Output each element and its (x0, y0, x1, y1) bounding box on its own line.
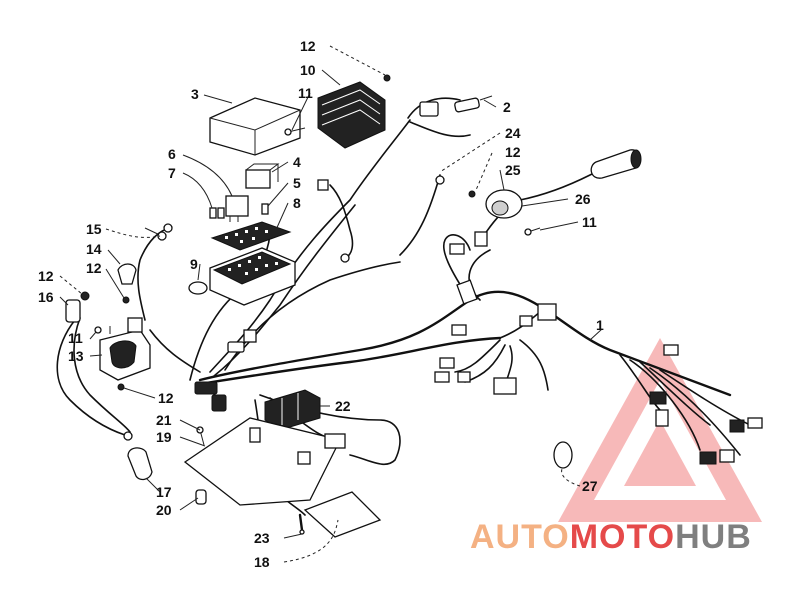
callout-10: 10 (300, 62, 316, 78)
relay-4 (245, 163, 280, 189)
watermark-text-hub: HUB (675, 518, 752, 556)
callout-18: 18 (254, 554, 270, 570)
callout-5: 5 (293, 175, 301, 191)
solenoid-13 (99, 317, 151, 381)
screw-11-right (524, 227, 541, 236)
nut-12-top (383, 74, 391, 82)
callout-21: 21 (156, 412, 172, 428)
callout-24: 24 (505, 125, 521, 141)
relay-7 (225, 195, 249, 222)
connector-block-22 (264, 389, 321, 431)
callout-7: 7 (168, 165, 176, 181)
regulator-10 (317, 81, 386, 149)
ring-9 (188, 281, 208, 295)
bolt-11-solenoid (94, 326, 102, 334)
watermark-text-auto: AUTO (470, 518, 570, 556)
callout-12-top: 12 (300, 38, 316, 54)
callout-1: 1 (596, 317, 604, 333)
fuse-5 (261, 203, 269, 215)
callout-23: 23 (254, 530, 270, 546)
callout-25: 25 (505, 162, 521, 178)
callout-22: 22 (335, 398, 351, 414)
callout-20: 20 (156, 502, 172, 518)
nut-12-solenoid (122, 296, 130, 304)
callout-6: 6 (168, 146, 176, 162)
bolt-11-top (284, 127, 306, 136)
leader-lines (59, 45, 603, 563)
mounting-plate (183, 417, 382, 538)
callout-11-right: 11 (582, 214, 597, 230)
callout-14: 14 (86, 241, 102, 257)
ring-27 (553, 441, 573, 469)
callout-12-mid: 12 (86, 260, 102, 276)
fuse-panel-8 (210, 221, 292, 251)
relay-box-3 (209, 97, 301, 156)
callout-4: 4 (293, 154, 301, 170)
watermark-logo (558, 338, 762, 522)
callout-12-left: 12 (38, 268, 54, 284)
watermark-text: AUTOMOTOHUB (470, 518, 752, 556)
grip-26 (590, 149, 642, 179)
callout-17: 17 (156, 484, 172, 500)
callout-27: 27 (582, 478, 598, 494)
callout-12-right: 12 (505, 144, 521, 160)
callout-11-top: 11 (298, 85, 313, 101)
watermark-text-moto: MOTO (570, 518, 675, 556)
ring-terminal-17 (123, 431, 133, 441)
callout-26: 26 (575, 191, 591, 207)
callout-11-left: 11 (68, 330, 83, 346)
cable-end-15 (144, 227, 167, 241)
callout-12-bottom: 12 (158, 390, 174, 406)
nut-12-bottom (117, 383, 125, 391)
watermark-triangle-core (624, 420, 696, 486)
boot-17 (127, 447, 153, 481)
connector-2 (419, 95, 493, 117)
switch-25 (468, 189, 523, 219)
components (65, 74, 763, 538)
screw-21 (196, 426, 205, 446)
probe-23 (298, 513, 305, 535)
callout-9: 9 (190, 256, 198, 272)
fuse-block-9 (209, 247, 296, 306)
callout-8: 8 (293, 195, 301, 211)
fuses-7 (209, 207, 225, 219)
callout-13: 13 (68, 348, 84, 364)
bushing-20 (195, 489, 207, 505)
callout-2: 2 (503, 99, 511, 115)
harness-connectors (163, 175, 763, 465)
boot-14 (117, 263, 137, 285)
callout-3: 3 (191, 86, 199, 102)
callout-19: 19 (156, 429, 172, 445)
callout-numbers: 1 2 3 4 5 6 7 8 9 10 11 11 11 12 12 12 1… (38, 38, 604, 570)
callout-15: 15 (86, 221, 102, 237)
terminal-16 (65, 291, 90, 323)
callout-16: 16 (38, 289, 54, 305)
